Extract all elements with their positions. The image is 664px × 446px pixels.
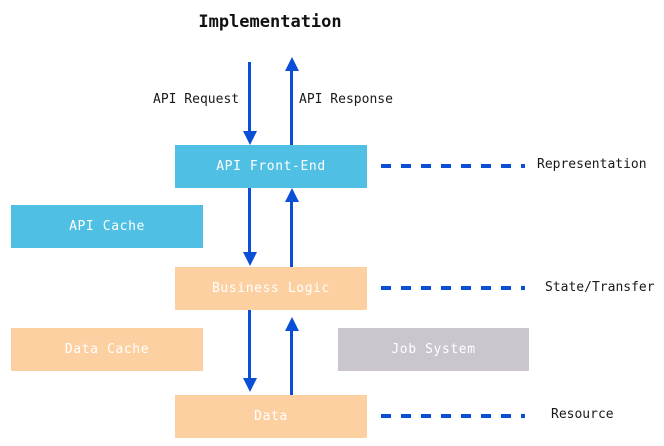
api-request-label: API Request: [153, 92, 240, 107]
node-job-system-label: Job System: [391, 342, 476, 357]
business-to-data-arrow-shaft: [248, 310, 251, 378]
layer-label-representation: Representation: [537, 157, 647, 172]
business-to-data-arrow-head: [242, 378, 257, 392]
node-api-cache-label: API Cache: [69, 219, 145, 234]
api-response-arrow-head: [284, 57, 299, 71]
node-data-cache-label: Data Cache: [64, 342, 150, 357]
node-data-label: Data: [254, 409, 288, 424]
api-request-arrow-shaft: [248, 62, 251, 132]
node-job-system[interactable]: Job System: [338, 328, 529, 371]
data-to-business-arrow-shaft: [290, 331, 293, 395]
frontend-to-business-arrow-shaft: [248, 188, 251, 253]
diagram-title-text: Implementation: [198, 12, 342, 32]
api-response-arrow-shaft: [290, 71, 293, 145]
node-data-cache[interactable]: Data Cache: [11, 328, 203, 371]
node-business-logic[interactable]: Business Logic: [175, 267, 367, 310]
node-api-front-end[interactable]: API Front-End: [175, 145, 367, 188]
layer-label-resource: Resource: [551, 407, 614, 422]
node-api-front-end-label: API Front-End: [216, 159, 326, 174]
business-to-frontend-arrow-head: [284, 188, 299, 202]
data-to-business-arrow-head: [284, 317, 299, 331]
diagram-title: Implementation: [0, 12, 664, 32]
state-transfer-dashed-connector: [381, 286, 525, 290]
api-response-label: API Response: [299, 92, 393, 107]
layer-label-state-transfer: State/Transfer: [545, 280, 655, 295]
node-business-logic-label: Business Logic: [212, 281, 330, 296]
node-api-cache[interactable]: API Cache: [11, 205, 203, 248]
resource-dashed-connector: [381, 414, 525, 418]
api-request-arrow-head: [242, 131, 257, 145]
business-to-frontend-arrow-shaft: [290, 202, 293, 267]
frontend-to-business-arrow-head: [242, 252, 257, 266]
node-data[interactable]: Data: [175, 395, 367, 438]
representation-dashed-connector: [381, 164, 525, 168]
